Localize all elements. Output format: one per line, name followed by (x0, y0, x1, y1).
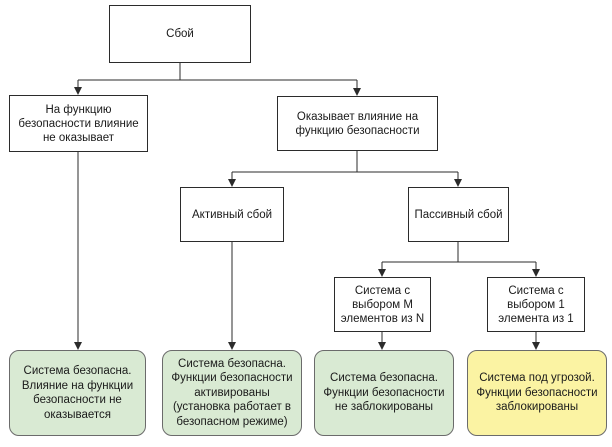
node-safety-impact-label: Оказывает влияние на функцию безопасност… (295, 110, 420, 137)
node-no-safety-impact: На функцию безопасности влияние не оказы… (9, 95, 148, 152)
outcome-safe-not-blocked-label: Система безопасна. Функции безопасности … (323, 372, 445, 414)
outcome-at-risk-blocked-label: Система под угрозой. Функции безопасност… (476, 372, 598, 414)
node-failure-label: Сбой (166, 28, 194, 40)
node-passive-failure-label: Пассивный сбой (414, 208, 503, 221)
node-failure: Сбой (109, 5, 251, 63)
outcome-at-risk-blocked: Система под угрозой. Функции безопасност… (467, 350, 607, 436)
outcome-safe-not-blocked: Система безопасна. Функции безопасности … (314, 350, 454, 436)
node-active-failure-label: Активный сбой (191, 208, 273, 221)
outcome-safe-functions-activated: Система безопасна. Функции безопасности … (162, 350, 302, 436)
node-passive-failure: Пассивный сбой (408, 187, 509, 242)
node-one-of-one-system: Система с выбором 1 элемента из 1 (487, 277, 585, 332)
node-safety-impact: Оказывает влияние на функцию безопасност… (277, 96, 438, 151)
node-one-of-one-system-label: Система с выбором 1 элемента из 1 (498, 284, 574, 325)
outcome-safe-no-impact-label: Система безопасна. Влияние на функции бе… (21, 365, 134, 421)
node-m-of-n-system-label: Система с выбором М элементов из N (340, 284, 425, 325)
outcome-safe-functions-activated-label: Система безопасна. Функции безопасности … (171, 357, 293, 428)
outcome-safe-no-impact: Система безопасна. Влияние на функции бе… (9, 350, 146, 436)
node-m-of-n-system: Система с выбором М элементов из N (334, 277, 431, 332)
node-no-safety-impact-label: На функцию безопасности влияние не оказы… (18, 103, 139, 144)
node-active-failure: Активный сбой (180, 187, 284, 242)
